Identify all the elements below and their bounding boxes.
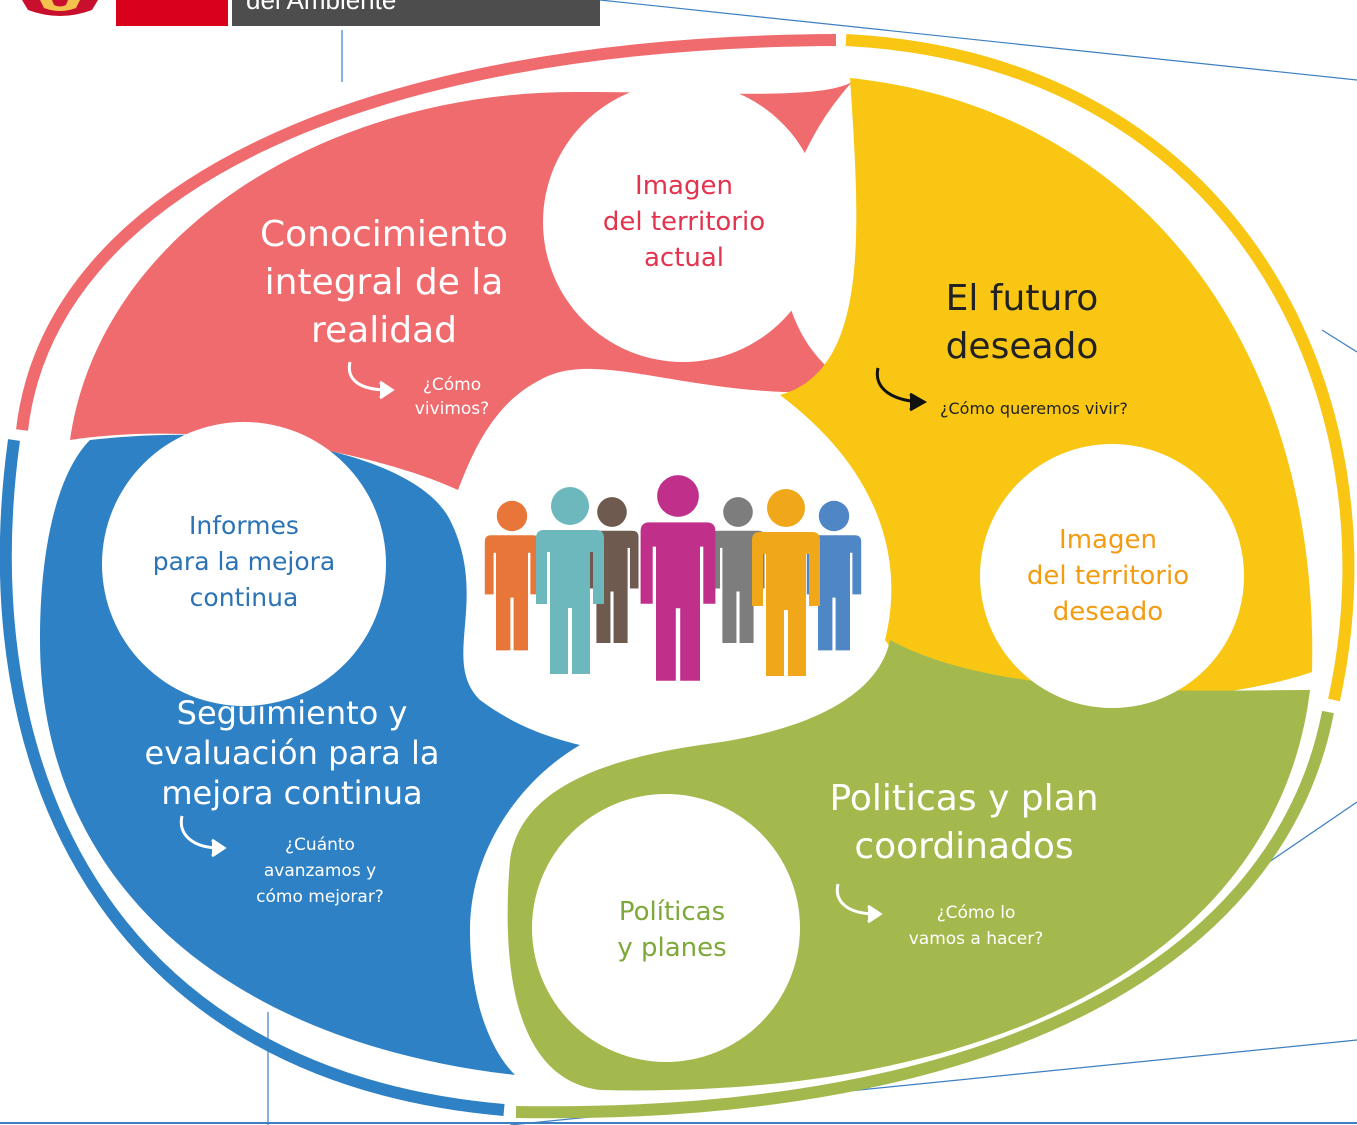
circle-line: para la mejora (153, 547, 336, 576)
header-bar: del Ambiente (0, 0, 600, 26)
circle-line: Políticas (619, 897, 725, 927)
question-conocimiento: ¿Cómo vivimos? (415, 375, 489, 419)
circle-line: actual (644, 243, 724, 273)
person-figure-icon (806, 500, 862, 651)
people-group-icon (484, 475, 862, 681)
arrow-icons (179, 361, 928, 924)
title-line: El futuro (946, 278, 1099, 319)
title-line: mejora continua (161, 774, 422, 812)
person-figure-icon (711, 497, 765, 644)
ministry-gray-band (232, 0, 600, 26)
title-futuro: El futuro deseado (946, 278, 1099, 367)
peru-red-block (116, 0, 228, 26)
title-line: integral de la (265, 262, 504, 303)
question-futuro: ¿Cómo queremos vivir? (940, 399, 1128, 418)
person-figure-icon (640, 475, 716, 681)
title-line: Politicas y plan (829, 778, 1098, 819)
question-line: ¿Cómo (423, 375, 481, 395)
circle-text-conocimiento: Imagen del territorio actual (603, 171, 765, 273)
circle-line: del territorio (1027, 561, 1189, 591)
circle-text-futuro: Imagen del territorio deseado (1027, 525, 1189, 627)
circle-futuro (980, 444, 1244, 708)
coat-of-arms-icon (22, 0, 98, 20)
circle-politicas (532, 794, 800, 1062)
question-seguimiento: ¿Cuánto avanzamos y cómo mejorar? (256, 835, 384, 907)
circle-line: Imagen (635, 171, 733, 201)
circle-line: Informes (189, 511, 299, 540)
arrow-futuro-icon (875, 367, 928, 412)
title-line: deseado (946, 326, 1099, 367)
outer-ring-yellow (845, 34, 1355, 702)
person-figure-icon (536, 487, 604, 674)
title-politicas: Politicas y plan coordinados (829, 778, 1098, 867)
question-line: ¿Cómo lo (937, 903, 1016, 923)
circle-line: y planes (617, 933, 726, 963)
outer-ring-blue (0, 439, 505, 1116)
arrow-conocimiento-icon (347, 361, 395, 400)
circle-line: Imagen (1059, 525, 1157, 555)
arrow-seguimiento-icon (179, 815, 227, 858)
question-line: cómo mejorar? (256, 887, 384, 907)
question-line: vivimos? (415, 399, 489, 419)
title-conocimiento: Conocimiento integral de la realidad (260, 214, 508, 351)
question-line: ¿Cómo queremos vivir? (940, 399, 1128, 418)
person-figure-icon (752, 489, 820, 676)
title-line: evaluación para la (145, 734, 440, 772)
circle-text-seguimiento: Informes para la mejora continua (153, 511, 336, 612)
question-line: ¿Cuánto (285, 835, 355, 855)
ministry-label: del Ambiente (246, 0, 397, 15)
title-line: realidad (311, 310, 457, 351)
arrow-politicas-icon (835, 883, 883, 924)
question-line: vamos a hacer? (909, 929, 1044, 949)
circle-text-politicas: Políticas y planes (617, 897, 726, 963)
title-line: Conocimiento (260, 214, 508, 255)
circle-line: continua (190, 583, 299, 612)
outer-ring-red (16, 34, 837, 431)
circle-conocimiento (543, 82, 823, 362)
circle-line: deseado (1053, 597, 1163, 627)
question-line: avanzamos y (264, 861, 376, 881)
title-line: Seguimiento y (177, 694, 408, 732)
question-politicas: ¿Cómo lo vamos a hacer? (909, 903, 1044, 949)
person-figure-icon (484, 500, 540, 651)
outer-ring-green (515, 710, 1334, 1119)
circle-seguimiento (102, 422, 386, 706)
title-line: coordinados (854, 826, 1073, 867)
circle-line: del territorio (603, 207, 765, 237)
title-seguimiento: Seguimiento y evaluación para la mejora … (145, 694, 440, 812)
outer-ring (0, 34, 1355, 1119)
